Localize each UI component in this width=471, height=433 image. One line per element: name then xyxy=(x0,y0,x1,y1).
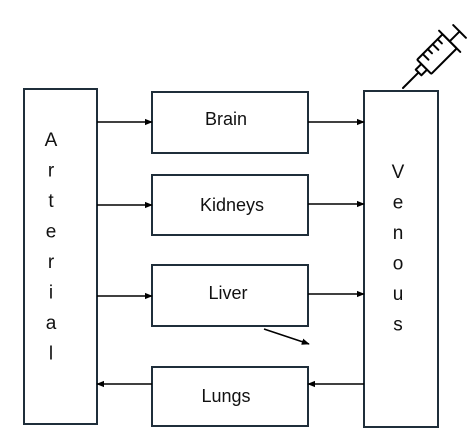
arterial-label-letter: i xyxy=(49,283,53,304)
arterial-label-letter: A xyxy=(45,130,58,151)
arterial-label-letter: a xyxy=(46,313,57,334)
kidneys-box: Kidneys xyxy=(151,174,309,236)
elimination-arrow xyxy=(263,328,310,345)
venous-label-letter: u xyxy=(393,284,404,305)
arterial-label-letter: e xyxy=(46,222,57,243)
syringe-icon xyxy=(402,24,467,89)
arterial-label-letter: t xyxy=(48,191,54,212)
lungs-box: Lungs xyxy=(151,366,309,427)
venous-label-letter: V xyxy=(392,162,405,183)
venous-label-letter: o xyxy=(393,254,404,275)
arterial-label-letter: r xyxy=(48,252,55,273)
brain-box: Brain xyxy=(151,91,309,154)
liver-label: Liver xyxy=(208,283,247,303)
brain-label: Brain xyxy=(205,109,247,129)
venous-label-letter: e xyxy=(393,193,404,214)
kidneys-label: Kidneys xyxy=(200,195,264,215)
arterial-label-letter: l xyxy=(49,344,53,365)
arterial-label-letter: r xyxy=(48,161,55,182)
lungs-label: Lungs xyxy=(201,386,250,406)
venous-label-letter: n xyxy=(393,223,404,244)
venous-label-letter: s xyxy=(393,315,403,336)
liver-box: Liver xyxy=(151,264,309,327)
